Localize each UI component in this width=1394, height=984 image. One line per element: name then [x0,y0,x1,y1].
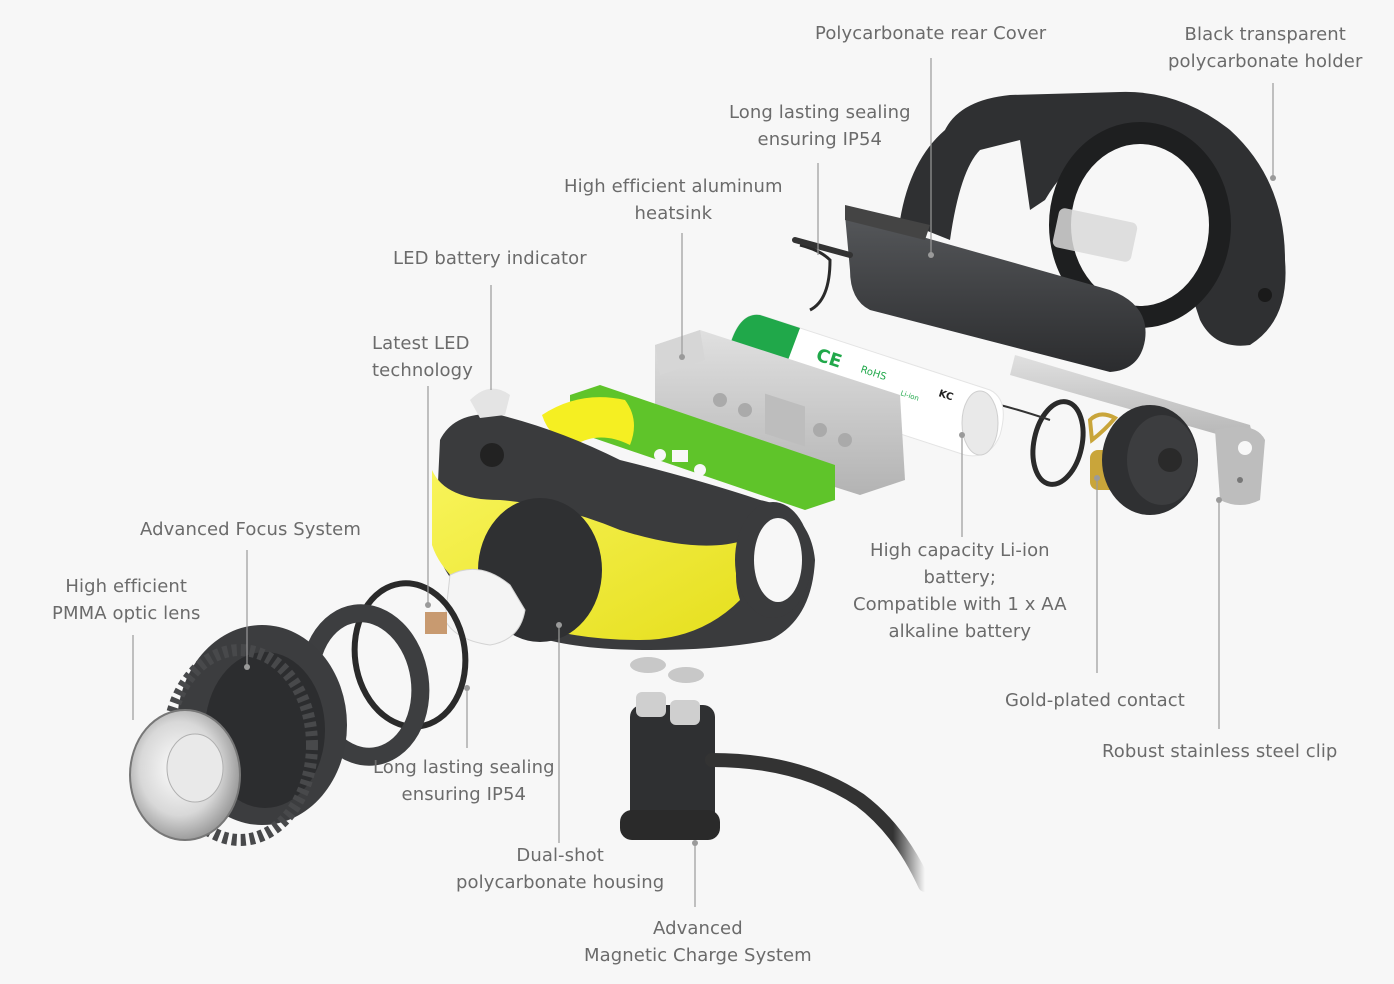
callout-line: polycarbonate holder [1168,51,1363,72]
callout-battery-indicator: LED battery indicator [393,245,587,272]
callout-line: Dual-shot [516,845,604,866]
callout-line: Latest LED [372,333,470,354]
led-module [425,568,526,646]
stainless-steel-clip [1010,355,1265,505]
callout-line: Compatible with 1 x AA [853,594,1067,615]
callout-optic-lens: High efficient PMMA optic lens [52,573,200,627]
callout-line: High capacity Li-ion [869,540,1050,561]
callout-gold-contact: Gold-plated contact [1005,687,1185,714]
callout-line: High efficient aluminum [564,176,783,197]
rear-o-ring [1030,399,1086,487]
callout-line: battery; [923,567,997,588]
callout-line: Long lasting sealing [373,757,555,778]
callout-line: LED battery indicator [393,248,587,269]
callout-line: Advanced [653,918,743,939]
callout-housing: Dual-shot polycarbonate housing [456,842,664,896]
led-pcb [570,385,835,510]
top-seal-strip [792,237,853,258]
callout-focus-system: Advanced Focus System [140,516,361,543]
callout-line: ensuring IP54 [401,784,527,805]
callout-magnetic-charge: Advanced Magnetic Charge System [584,915,812,969]
rear-wire [999,404,1051,421]
callout-line: technology [372,360,473,381]
callout-heatsink: High efficient aluminum heatsink [564,173,783,227]
callout-battery: High capacity Li-ion battery; Compatible… [853,537,1067,645]
callout-line: High efficient [65,576,188,597]
pmma-optic-lens [129,709,241,841]
callout-line: Polycarbonate rear Cover [815,23,1047,44]
top-seal-wire [799,243,832,312]
yellow-switch-button [542,397,634,445]
leader-lines [132,58,1274,907]
gold-plated-contact [1087,405,1198,515]
magnetic-charge-connector [620,657,932,892]
callout-line: Long lasting sealing [729,102,911,123]
callout-line: Advanced Focus System [140,519,361,540]
aluminum-heatsink [655,330,905,495]
callout-sealing-bottom: Long lasting sealing ensuring IP54 [373,754,555,808]
battery-marking-kc: KC [937,388,954,403]
callout-line: Robust stainless steel clip [1102,741,1338,762]
leader-dots [244,175,1276,846]
callout-holder: Black transparent polycarbonate holder [1168,21,1362,75]
polycarbonate-rear-cover [845,205,1146,372]
battery-indicator-lens [470,388,510,418]
callout-rear-cover: Polycarbonate rear Cover [815,20,1046,47]
callout-steel-clip: Robust stainless steel clip [1102,738,1337,765]
callout-line: Black transparent [1184,24,1346,45]
callout-line: PMMA optic lens [52,603,201,624]
callout-line: Gold-plated contact [1005,690,1185,711]
callout-line: polycarbonate housing [456,872,665,893]
callout-led-tech: Latest LED technology [372,330,473,384]
callout-line: ensuring IP54 [757,129,883,150]
callout-line: alkaline battery [888,621,1032,642]
callout-line: heatsink [634,203,713,224]
callout-sealing-top: Long lasting sealing ensuring IP54 [729,99,911,153]
callout-line: Magnetic Charge System [584,945,812,966]
